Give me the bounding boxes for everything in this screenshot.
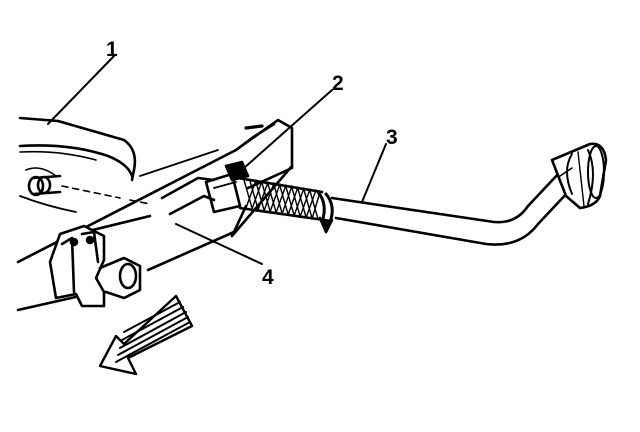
exhaust-pipe [330,142,608,246]
callout-3: 3 [386,126,398,149]
leader-lines [47,55,387,265]
flex-coupling [160,160,334,234]
direction-arrow-icon [98,294,194,376]
callout-1: 1 [106,38,118,61]
callout-2: 2 [332,72,344,95]
hanger-bracket [48,224,142,308]
callout-4: 4 [262,266,274,289]
muffler [18,116,151,213]
